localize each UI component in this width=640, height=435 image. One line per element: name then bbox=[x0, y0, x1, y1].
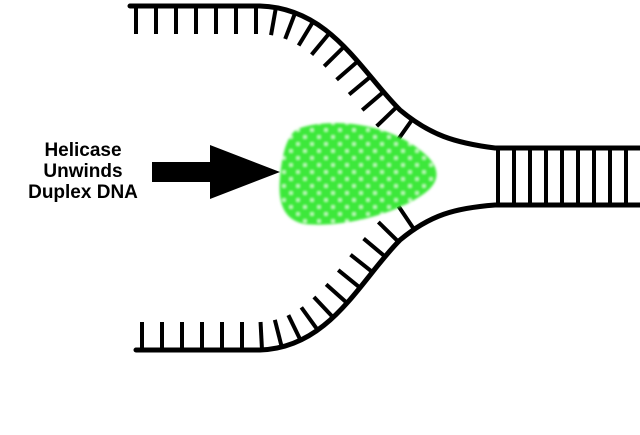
base-tick bbox=[283, 12, 298, 40]
base-tick bbox=[296, 20, 315, 47]
base-tick bbox=[310, 31, 331, 56]
helicase-enzyme bbox=[279, 123, 437, 225]
base-tick bbox=[347, 75, 372, 97]
base-tick bbox=[272, 319, 284, 348]
base-tick bbox=[324, 282, 349, 305]
helicase-caption: Helicase Unwinds Duplex DNA bbox=[8, 140, 158, 203]
caption-line-2: Unwinds bbox=[43, 161, 123, 182]
base-tick bbox=[396, 204, 416, 231]
lower-single-strand bbox=[133, 202, 640, 353]
base-tick bbox=[269, 7, 278, 36]
base-tick bbox=[360, 90, 385, 112]
caption-line-3: Duplex DNA bbox=[28, 182, 138, 203]
base-tick bbox=[335, 59, 360, 82]
caption-line-1: Helicase bbox=[44, 140, 122, 161]
base-tick bbox=[322, 45, 346, 68]
lower-strand-bases bbox=[140, 204, 416, 351]
base-tick bbox=[362, 237, 387, 259]
base-tick bbox=[299, 306, 320, 332]
base-tick bbox=[336, 268, 362, 290]
base-tick bbox=[286, 314, 303, 342]
base-tick bbox=[312, 295, 335, 319]
base-tick bbox=[258, 321, 264, 351]
upper-strand-bases bbox=[134, 6, 414, 144]
base-tick bbox=[375, 105, 399, 128]
upper-single-strand bbox=[127, 3, 640, 151]
base-tick bbox=[349, 253, 374, 274]
base-tick bbox=[376, 220, 400, 244]
arrow-right-icon bbox=[152, 145, 280, 199]
duplex-base-pairs bbox=[496, 148, 628, 205]
